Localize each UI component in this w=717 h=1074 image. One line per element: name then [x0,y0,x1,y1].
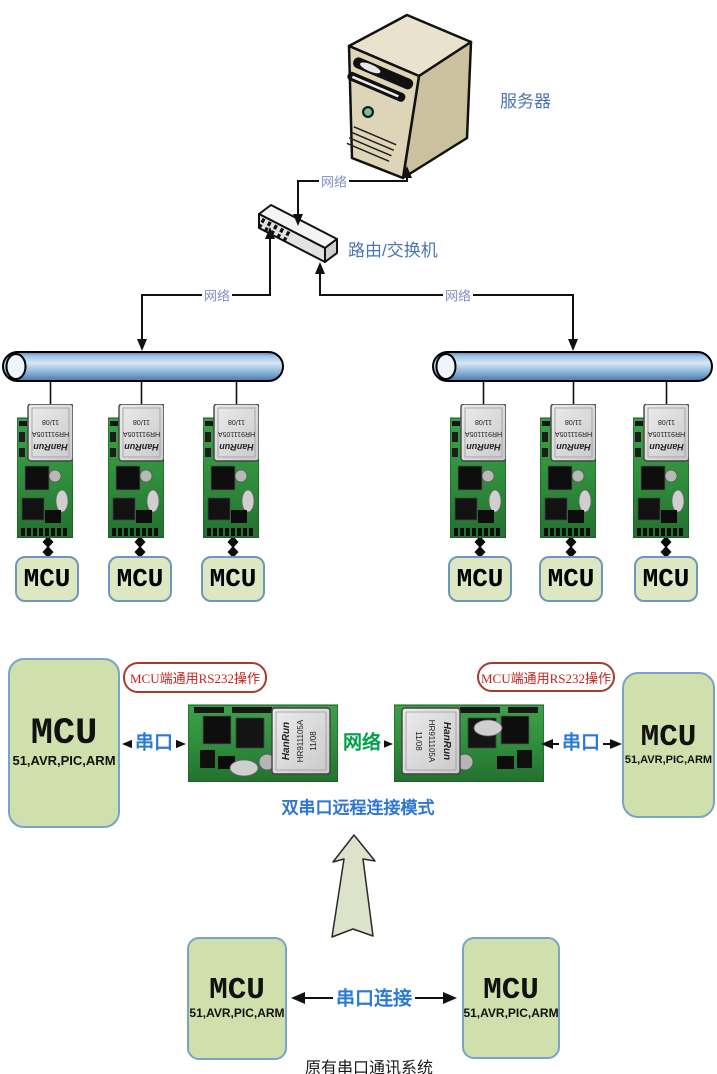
mcu-box-left: MCU 51,AVR,PIC,ARM [8,658,120,828]
bus-module-drops [49,381,668,405]
mcu-box-right: MCU 51,AVR,PIC,ARM [622,672,715,818]
router-ports [257,217,291,243]
server-icon [346,13,473,180]
mcu-node: MCU [15,556,79,602]
arrowhead-right [174,739,186,749]
link-diamond [565,536,577,558]
arrowhead-left [291,992,305,1004]
mcu-node: MCU [634,556,698,602]
mcu-node-label: MCU [23,564,71,594]
router-end-face [324,238,338,263]
arrowhead-up [265,227,275,239]
mcu-node-label: MCU [642,564,690,594]
router-label: 路由/交换机 [348,241,438,260]
bus-cylinder-right [432,351,713,382]
link-diamond [474,536,486,558]
ethernet-module [540,404,596,538]
server-label: 服务器 [500,92,551,111]
network-label-center: 网络 [339,727,385,755]
mcu-node-label: MCU [116,564,164,594]
legacy-caption: 原有串口通讯系统 [304,1060,434,1074]
mcu-box-bottom-left: MCU 51,AVR,PIC,ARM [187,937,287,1060]
module-mcu-links [42,536,672,558]
ethernet-module [17,404,73,538]
link-diamond [227,536,239,558]
cylinder-end-cap [5,353,27,380]
router-icon [257,204,338,263]
power-button-led [364,108,372,116]
ethernet-module [203,404,259,538]
cylinder-end-cap [435,353,457,380]
link-diamond [660,536,672,558]
mcu-node: MCU [448,556,512,602]
rs232-note-text: MCU端通用RS232操作 [129,671,261,686]
mode-caption: 双串口远程连接模式 [281,798,435,818]
serial-link-bottom-label: 串口连接 [332,983,416,1011]
mcu-title: MCU [483,972,539,1008]
network-link-label: 网络 [201,285,233,305]
network-link-label: 网络 [442,285,474,305]
arrowhead-left [541,739,553,749]
mcu-node-label: MCU [456,564,504,594]
mcu-title: MCU [30,713,98,756]
mcu-node: MCU [539,556,603,602]
upgrade-arrow-icon [331,834,376,938]
bus-cylinder-left [2,351,284,382]
arrowhead-down [137,339,147,351]
arrowhead-down [293,214,303,226]
server-router-link [293,166,412,226]
ethernet-module [450,404,506,538]
serial-label-left: 串口 [131,727,177,755]
arrowhead-right [610,739,622,749]
mcu-subtitle: 51,AVR,PIC,ARM [189,1006,285,1021]
rs232-note-text: MCU端通用RS232操作 [480,670,612,686]
network-link-label: 网络 [318,171,350,191]
mcu-subtitle: 51,AVR,PIC,ARM [624,754,713,767]
mcu-subtitle: 51,AVR,PIC,ARM [12,753,116,769]
rs232-note-left: MCU端通用RS232操作 [123,662,267,693]
ethernet-module [108,404,164,538]
mcu-node-label: MCU [209,564,257,594]
link-diamond [134,536,146,558]
ethernet-module-right [394,704,544,782]
serial-label-right: 串口 [558,727,604,755]
router-right-bus-link [315,262,578,351]
mcu-box-bottom-right: MCU 51,AVR,PIC,ARM [462,937,560,1059]
rs232-note-right: MCU端通用RS232操作 [477,662,615,692]
mcu-node: MCU [108,556,172,602]
mcu-subtitle: 51,AVR,PIC,ARM [463,1005,559,1020]
mcu-title: MCU [209,973,265,1009]
server-vents [346,126,397,163]
server-drive-bays [347,57,414,102]
arrowhead-up [402,166,412,178]
mcu-node-label: MCU [547,564,595,594]
link-diamond [42,536,54,558]
arrowhead-right [443,992,457,1004]
ethernet-module-left [188,704,338,782]
mcu-node: MCU [201,556,265,602]
arrowhead-down [568,339,578,351]
ethernet-module [633,404,689,538]
arrowhead-up [315,262,325,274]
arrowhead-left [122,739,134,749]
mcu-title: MCU [640,720,697,756]
